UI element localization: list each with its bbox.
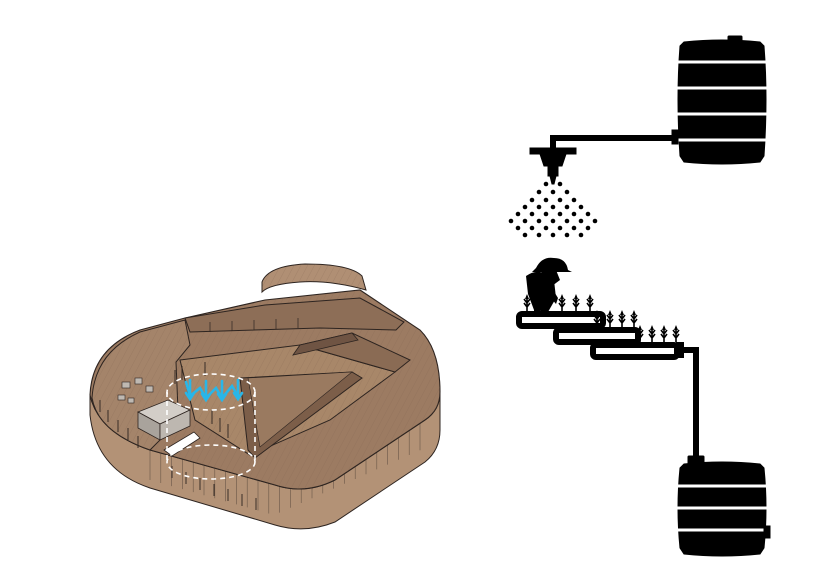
sprout-icon [636, 325, 644, 342]
light-slot [163, 431, 201, 457]
dashed-circle-highlight [166, 373, 256, 480]
water-spray-icon [508, 173, 598, 238]
spray-dot [543, 225, 549, 231]
sprout-icon [672, 325, 680, 342]
spray-dot [550, 189, 556, 195]
spray-dot [592, 218, 598, 224]
spray-dot [522, 218, 528, 224]
spray-dot [557, 225, 563, 231]
spray-dot [522, 204, 528, 210]
farmer-icon [526, 257, 572, 314]
spray-dot [585, 211, 591, 217]
spray-dot [543, 197, 549, 203]
spray-dot [571, 197, 577, 203]
spray-dot [536, 218, 542, 224]
sprout-icon [630, 310, 638, 327]
spray-dot [564, 204, 570, 210]
spray-dot [585, 225, 591, 231]
sprout-icon [593, 310, 601, 327]
sprout-icon [586, 294, 594, 311]
spray-dot [515, 211, 521, 217]
spray-dot [564, 189, 570, 195]
sprout-icon [542, 294, 550, 311]
upper-water-tank-icon [671, 35, 767, 165]
sprout-icon [572, 294, 580, 311]
building-block [137, 399, 191, 441]
furniture [117, 377, 154, 404]
edge-railing [99, 400, 257, 510]
sprout-icon [618, 310, 626, 327]
sprout-icon [648, 325, 656, 342]
spray-dot [578, 232, 584, 238]
spray-dot [515, 225, 521, 231]
spray-dot [508, 218, 514, 224]
spray-dot [536, 189, 542, 195]
upper-pipe [550, 135, 676, 152]
spray-dot [557, 211, 563, 217]
spray-dot [529, 211, 535, 217]
spray-dot [536, 204, 542, 210]
lower-pipe [680, 347, 699, 460]
spray-dot [578, 218, 584, 224]
lower-water-tank-icon [677, 455, 771, 557]
spray-dot [557, 197, 563, 203]
sprout-icon [523, 294, 531, 311]
spray-dot [571, 211, 577, 217]
spray-dot [571, 225, 577, 231]
sprout-icon [558, 294, 566, 311]
spray-dot [543, 211, 549, 217]
water-arrows-icon [184, 378, 244, 403]
spray-dot [564, 218, 570, 224]
sprout-icon [606, 310, 614, 327]
spray-dot [529, 197, 535, 203]
spray-dot [550, 218, 556, 224]
spray-dot [529, 225, 535, 231]
terrain-model-icon [89, 263, 441, 530]
spray-dot [550, 204, 556, 210]
sprout-icon [523, 294, 680, 342]
spray-dot [550, 232, 556, 238]
sprinkler-head-icon [529, 147, 577, 185]
spray-dot [536, 232, 542, 238]
spray-dot [550, 173, 556, 179]
spray-dot [543, 181, 549, 187]
spray-dot [557, 181, 563, 187]
spray-dot [522, 232, 528, 238]
spray-dot [564, 232, 570, 238]
sprout-icon [660, 325, 668, 342]
terrain-back-wall [184, 297, 405, 333]
spray-dot [578, 204, 584, 210]
